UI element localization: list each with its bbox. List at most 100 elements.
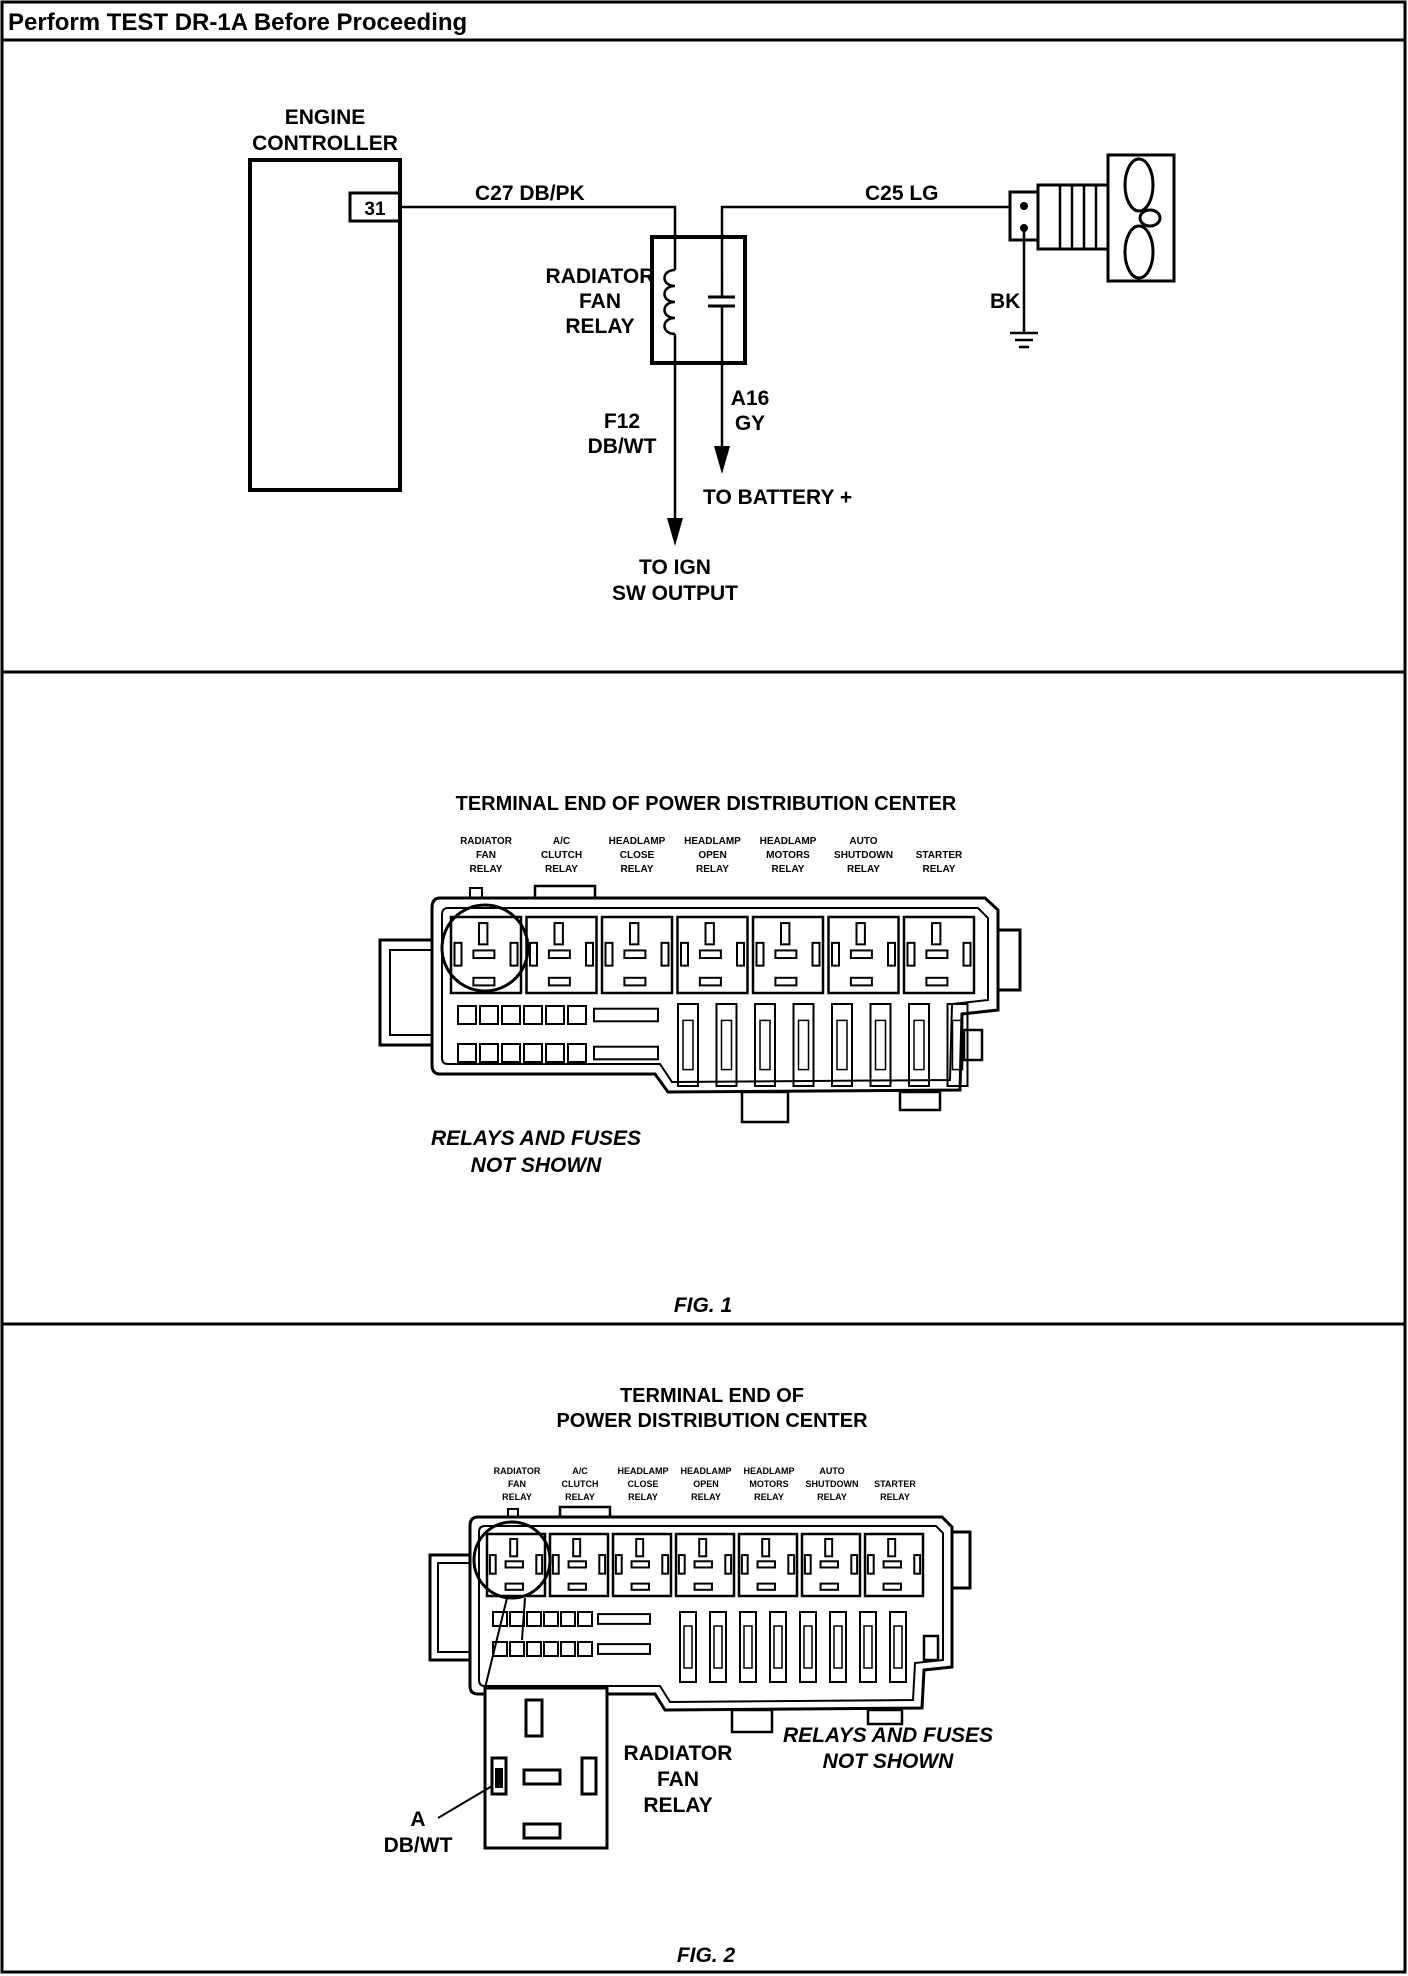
fig2-relay-socket-2 <box>611 1532 673 1598</box>
fig2-housing-inner <box>478 1525 944 1704</box>
fig1-tall-fuse-3 <box>792 1003 815 1087</box>
to-ign-label-1: TO IGN <box>639 556 711 579</box>
fig1-top-clip <box>533 884 597 900</box>
fig1-relay-label-6-line-0: STARTER <box>916 850 963 861</box>
fig2-mini-fuse-0-2 <box>526 1611 542 1627</box>
fig2-wide-fuse-0 <box>597 1613 651 1625</box>
fig1-tall-fuse-7 <box>946 1003 969 1087</box>
fig2-mini-fuse-1-1 <box>509 1641 525 1657</box>
engine-controller-label-2: CONTROLLER <box>252 132 398 155</box>
fig1-relay-sockets <box>449 915 976 995</box>
fig1-note-2: NOT SHOWN <box>471 1154 602 1177</box>
fig2-left-tab-inner <box>437 1562 470 1653</box>
fig2-relay-label-5-line-1: SHUTDOWN <box>806 1479 859 1489</box>
fig2-terminal-a-label: A <box>410 1808 425 1831</box>
fig2-callout-line-left <box>484 1597 508 1689</box>
fig2-relay-label-3-line-2: RELAY <box>691 1492 721 1502</box>
fig1-mini-fuse-1-2 <box>501 1043 521 1063</box>
fig2-relay-label-0-line-0: RADIATOR <box>494 1466 541 1476</box>
ground-wire-label: BK <box>990 290 1020 313</box>
wire-c25-label: C25 LG <box>865 182 939 205</box>
fig1-relay-label-4-line-1: MOTORS <box>766 850 810 861</box>
fig1-title: TERMINAL END OF POWER DISTRIBUTION CENTE… <box>456 793 957 815</box>
fig1-note-1: RELAYS AND FUSES <box>431 1127 641 1150</box>
engine-controller-box <box>248 158 402 492</box>
fig1-bottom-tab <box>898 1090 942 1112</box>
fig1-relay-socket-3 <box>676 915 749 995</box>
wire-f12-label-2: DB/WT <box>588 435 657 458</box>
fig1-relay-socket-5 <box>827 915 900 995</box>
fig2-tall-fuse-0 <box>679 1611 697 1683</box>
fig2-relay-label-3-line-1: OPEN <box>693 1479 719 1489</box>
fig1-top-notch <box>469 887 483 899</box>
fig1-mini-fuse-0-0 <box>457 1005 477 1025</box>
fig1-pdc-housing <box>430 896 1000 1094</box>
fig2-relay-labels: RADIATORFANRELAYA/CCLUTCHRELAYHEADLAMPCL… <box>494 1466 917 1502</box>
fig2-tall-fuse-7 <box>889 1611 907 1683</box>
fig1-mini-fuse-0-1 <box>479 1005 499 1025</box>
fig1-relay-label-4-line-2: RELAY <box>772 864 805 875</box>
pin-31-label: 31 <box>364 199 386 220</box>
wire-f12-label-1: F12 <box>604 410 640 433</box>
fig1-bottom-clip <box>740 1090 790 1124</box>
fig2-relay-callout-3: RELAY <box>643 1794 712 1817</box>
fig1-relay-socket-0 <box>449 915 523 995</box>
fig2-relay-socket-enlarged <box>483 1686 609 1850</box>
fig1-left-tab <box>378 938 432 1047</box>
fig1-tall-fuse-0 <box>677 1003 699 1087</box>
fig1-relay-socket-6 <box>902 915 976 995</box>
fig1-relay-label-0-line-0: RADIATOR <box>460 836 513 847</box>
fig1-relay-label-1-line-1: CLUTCH <box>541 850 582 861</box>
fig1-relay-socket-4 <box>751 915 825 995</box>
battery-arrow <box>714 446 730 474</box>
engine-controller-label-1: ENGINE <box>285 106 366 129</box>
wire-c27-label: C27 DB/PK <box>475 182 585 205</box>
fig2-tall-fuse-2 <box>739 1611 757 1683</box>
fig1-wide-fuse-1 <box>593 1045 659 1061</box>
fig1-mini-fuse-0-2 <box>501 1005 521 1025</box>
fig1-right-tab <box>996 928 1022 992</box>
fig2-title-1: TERMINAL END OF <box>620 1385 804 1407</box>
fig2-relay-label-4-line-1: MOTORS <box>749 1479 788 1489</box>
fig2-wide-fuse-1 <box>597 1643 651 1655</box>
fig2-top-notch <box>507 1508 519 1518</box>
fig1-tall-fuse-1 <box>715 1003 738 1087</box>
relay-label-3: RELAY <box>565 315 634 338</box>
fig1-relay-label-2-line-2: RELAY <box>621 864 654 875</box>
fig1-mini-fuse-0-5 <box>567 1005 587 1025</box>
fig2-relay-socket-0 <box>485 1532 547 1598</box>
fig1-relay-label-1-line-2: RELAY <box>545 864 578 875</box>
fig2-relay-label-5-line-0: AUTO <box>819 1466 844 1476</box>
fig2-pdc-housing <box>468 1515 954 1712</box>
fig1-relay-label-3-line-2: RELAY <box>696 864 729 875</box>
fig1-mini-fuse-1-0 <box>457 1043 477 1063</box>
fig2-relay-label-4-line-0: HEADLAMP <box>744 1466 795 1476</box>
fig2-relay-label-1-line-1: CLUTCH <box>562 1479 599 1489</box>
radiator-fan-relay-box <box>650 235 747 365</box>
fig2-terminal-a-leader <box>437 1785 493 1819</box>
fig1-relay-label-2-line-0: HEADLAMP <box>609 836 666 847</box>
fig1-mini-fuse-0-3 <box>523 1005 543 1025</box>
fig1-relay-label-5-line-0: AUTO <box>849 836 877 847</box>
fig2-tall-fuse-6 <box>859 1611 877 1683</box>
relay-label-1: RADIATOR <box>546 265 655 288</box>
fig1-relay-labels: RADIATORFANRELAYA/CCLUTCHRELAYHEADLAMPCL… <box>460 836 963 875</box>
fig1-tall-fuse-6 <box>908 1003 930 1087</box>
fig1-tall-fuse-2 <box>754 1003 776 1087</box>
fig1-panel: TERMINAL END OF POWER DISTRIBUTION CENTE… <box>378 793 1022 1317</box>
fig2-right-bolt <box>922 1634 940 1662</box>
fig1-relay-socket-2 <box>600 915 674 995</box>
fig1-caption: FIG. 1 <box>674 1294 732 1317</box>
fig1-relay-label-2-line-1: CLOSE <box>620 850 655 861</box>
fig2-relay-callout-1: RADIATOR <box>624 1742 733 1765</box>
fig2-mini-fuse-0-1 <box>509 1611 525 1627</box>
wiring-schematic: ENGINE CONTROLLER 31 C27 DB/PK RADIATOR … <box>248 106 1176 605</box>
fig1-relay-label-5-line-2: RELAY <box>847 864 880 875</box>
fig2-relay-label-0-line-2: RELAY <box>502 1492 532 1502</box>
fig1-tall-fuse-5 <box>869 1003 892 1087</box>
wire-a16-label-1: A16 <box>731 387 770 410</box>
relay-label-2: FAN <box>579 290 621 313</box>
fig2-relay-label-2-line-1: CLOSE <box>627 1479 658 1489</box>
